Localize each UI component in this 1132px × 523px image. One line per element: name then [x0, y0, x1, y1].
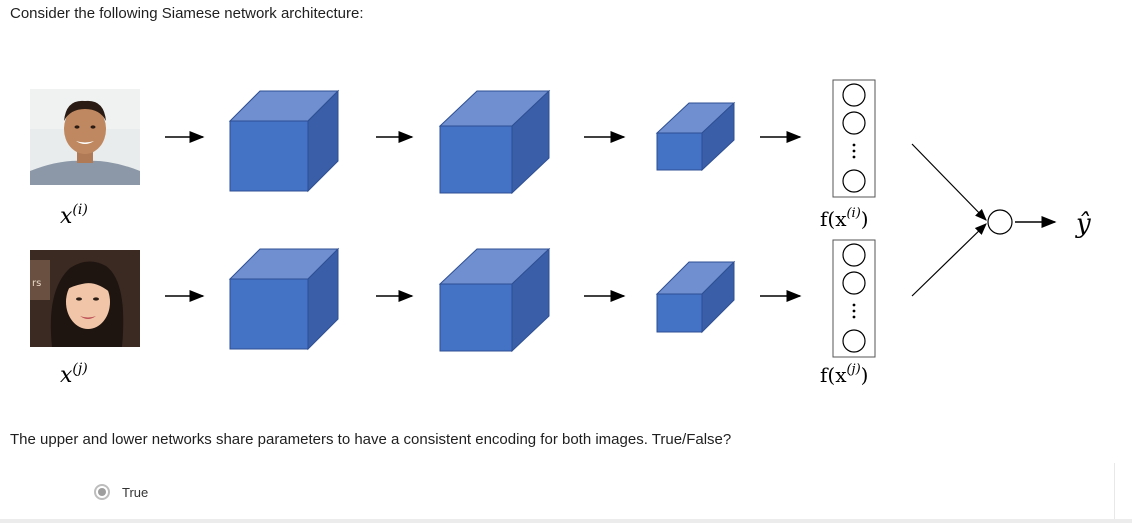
merge-line-top [911, 143, 987, 221]
question-text: The upper and lower networks share param… [10, 431, 732, 448]
conv-block-bottom-1 [228, 247, 340, 351]
bottom-divider [0, 519, 1132, 523]
conv-block-top-3 [655, 101, 736, 172]
input-top-label: x(i) [60, 202, 88, 229]
output-node [987, 209, 1013, 235]
output-label: ŷ [1075, 209, 1091, 239]
svg-text:rs: rs [32, 278, 41, 289]
merge-line-bottom [911, 223, 987, 297]
conv-block-bottom-3 [655, 260, 736, 334]
face-photo-bottom: rs [30, 250, 140, 347]
conv-block-top-1 [228, 89, 340, 193]
intro-text: Consider the following Siamese network a… [10, 5, 364, 22]
encoding-top-label: f(x(i)) [820, 206, 869, 231]
conv-block-bottom-2 [438, 247, 551, 353]
option-true-label: True [122, 484, 149, 500]
conv-block-top-2 [438, 89, 551, 195]
input-bottom-label: x(j) [60, 361, 88, 388]
encoding-vector-bottom [832, 239, 876, 358]
radio-selected-dot [98, 488, 106, 496]
face-photo-top [30, 89, 140, 185]
panel-divider [1114, 463, 1115, 519]
option-true[interactable]: True [94, 484, 148, 500]
encoding-vector-top [832, 79, 876, 198]
siamese-network-diagram: x(i) x(j) f(x(i)) f(x(j)) ŷ [60, 79, 1091, 388]
encoding-bottom-label: f(x(j)) [820, 362, 868, 387]
radio-button-true[interactable] [94, 484, 110, 500]
